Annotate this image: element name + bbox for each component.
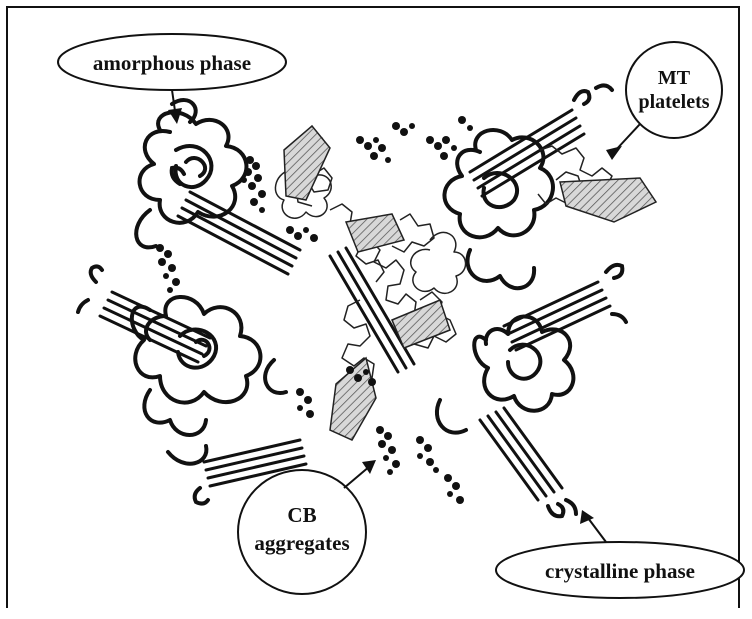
platelet <box>392 300 450 348</box>
label-mt: MT <box>658 67 691 89</box>
platelet <box>346 214 404 252</box>
thin-chain-network <box>275 132 612 382</box>
callout-amorphous-phase: amorphous phase <box>58 34 286 124</box>
cb-cluster <box>296 388 314 418</box>
cb-cluster <box>376 426 400 475</box>
callout-mt-platelets: MT platelets <box>606 42 722 160</box>
label-crystalline-phase: crystalline phase <box>545 559 695 583</box>
label-aggregates: aggregates <box>254 531 349 555</box>
cb-cluster <box>416 436 464 504</box>
cb-cluster <box>156 244 180 293</box>
platelet <box>560 178 656 222</box>
label-cb: CB <box>287 503 316 527</box>
cb-cluster <box>286 226 318 242</box>
callout-cb-aggregates: CB aggregates <box>238 460 376 594</box>
callout-crystalline-phase: crystalline phase <box>496 510 744 598</box>
cb-cluster <box>426 116 473 160</box>
label-platelets: platelets <box>638 91 709 113</box>
label-amorphous-phase: amorphous phase <box>93 51 251 75</box>
lamella-bundle <box>480 408 562 500</box>
cb-cluster <box>356 122 415 163</box>
platelet <box>284 126 330 200</box>
